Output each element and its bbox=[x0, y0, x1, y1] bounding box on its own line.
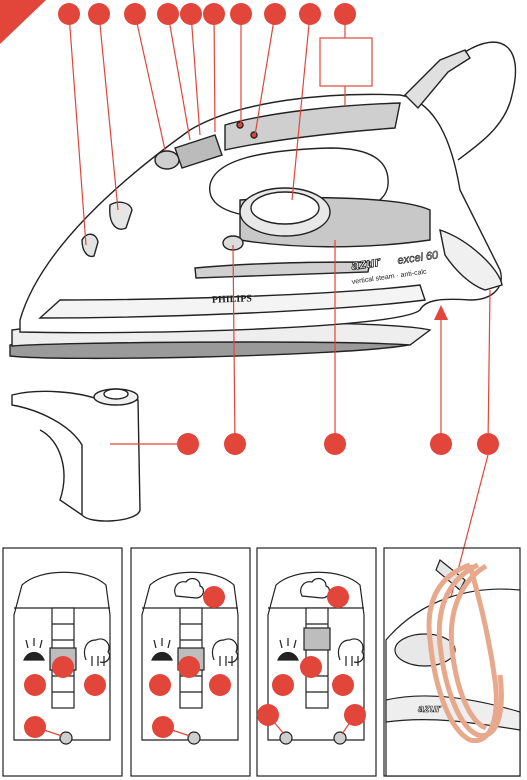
indicator-light-right bbox=[334, 732, 346, 744]
panel-2-dot-center bbox=[178, 656, 200, 678]
callout-5 bbox=[180, 3, 202, 25]
callout-7 bbox=[230, 3, 252, 25]
temperature-dial-inner bbox=[251, 192, 319, 224]
callout-2 bbox=[88, 3, 110, 25]
measuring-cup bbox=[12, 389, 140, 521]
callout-6 bbox=[203, 3, 225, 25]
panel-1-dot-right bbox=[84, 674, 106, 696]
top-callouts bbox=[58, 3, 356, 25]
callout-8 bbox=[264, 3, 286, 25]
panel-1-dot-center bbox=[52, 656, 74, 678]
callout-cup bbox=[177, 433, 199, 455]
callout-9 bbox=[299, 3, 321, 25]
shot-button bbox=[155, 151, 179, 169]
callout-cord bbox=[477, 433, 499, 455]
callout-3 bbox=[124, 3, 146, 25]
indicator-light-left bbox=[280, 732, 292, 744]
panel-1-dot-left bbox=[24, 674, 46, 696]
panel-2-dot-left bbox=[149, 674, 171, 696]
panel-3-dot-center bbox=[300, 656, 322, 678]
panel-3-dot-right bbox=[332, 674, 354, 696]
callout-10 bbox=[334, 3, 356, 25]
panel-4-model-logo: azur bbox=[418, 703, 441, 715]
callout-control-panel bbox=[324, 433, 346, 455]
indicator-light bbox=[60, 732, 72, 744]
panel-3-dot-left bbox=[272, 674, 294, 696]
callout-steam-button bbox=[224, 433, 246, 455]
panel-3-dot-top bbox=[327, 586, 349, 608]
cord-sleeve bbox=[405, 50, 470, 108]
panel-2-dot-right bbox=[209, 674, 231, 696]
indicator-light bbox=[188, 732, 200, 744]
arrow-head bbox=[434, 305, 448, 320]
corner-tab bbox=[0, 0, 46, 44]
indicator-light-1 bbox=[237, 122, 243, 128]
callout-4 bbox=[157, 3, 179, 25]
brand-logo: PHILIPS bbox=[212, 293, 253, 305]
middle-callouts bbox=[177, 433, 499, 455]
panel-2-dot-top bbox=[203, 586, 225, 608]
slider-knob bbox=[304, 628, 330, 650]
indicator-light-2 bbox=[251, 132, 257, 138]
callout-heel bbox=[430, 433, 452, 455]
callout-1 bbox=[58, 3, 80, 25]
label-box bbox=[320, 38, 372, 86]
